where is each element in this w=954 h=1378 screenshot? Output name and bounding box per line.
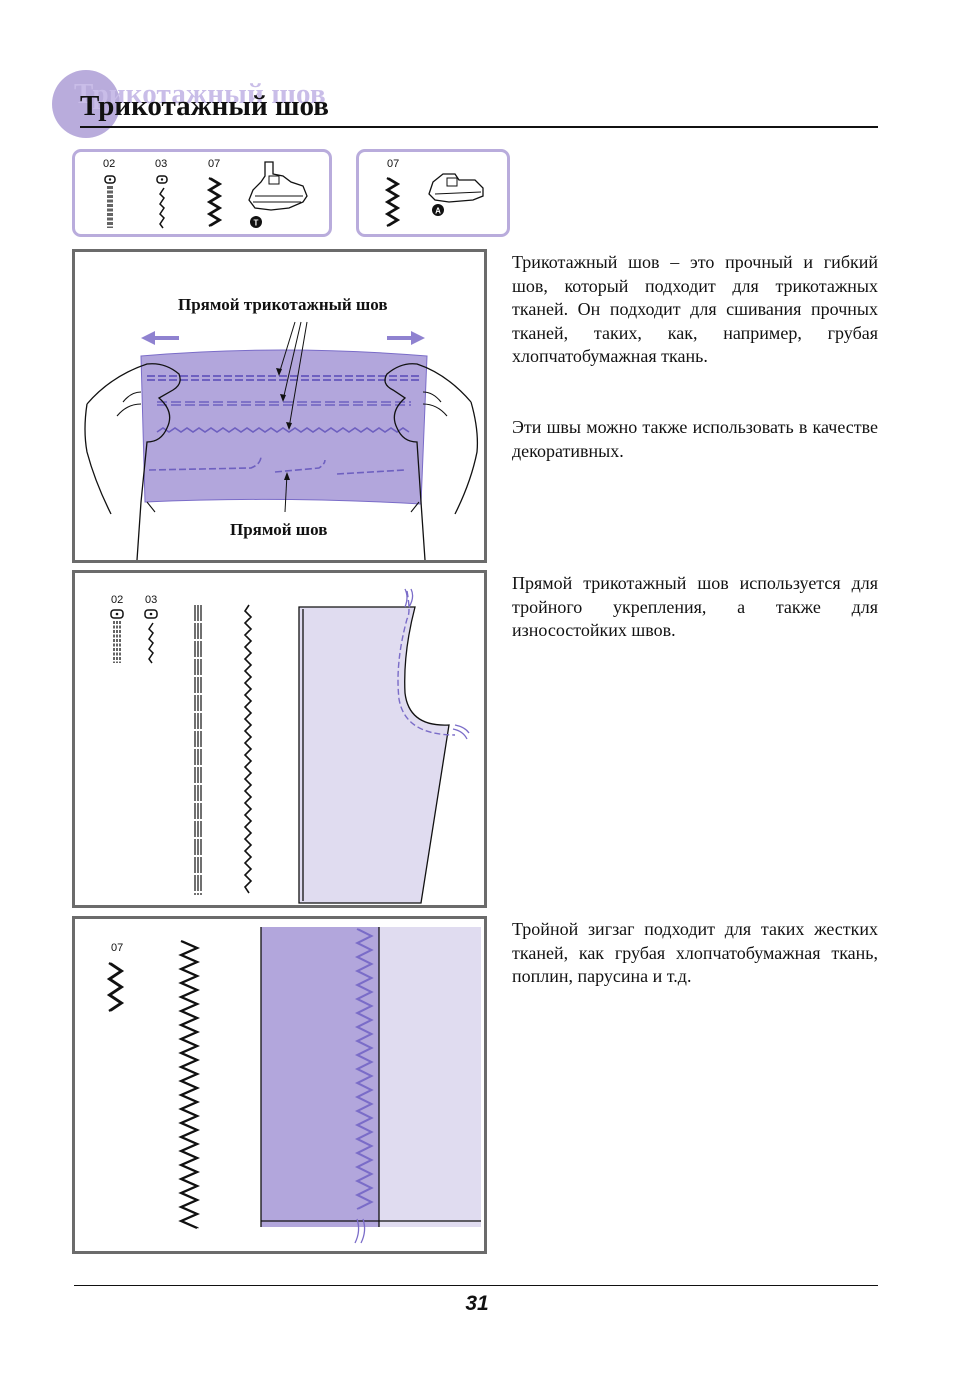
selector-left-icons: T	[104, 161, 308, 229]
zigzag-stitch-line	[354, 928, 374, 1210]
foot-letter: T	[254, 219, 259, 228]
page-number: 31	[465, 1292, 489, 1315]
title-ghost-text: Трикотажный шов	[74, 78, 326, 110]
stitch-selector-box-right: 07 A	[356, 149, 510, 237]
caption-straight-seam: Прямой шов	[230, 520, 328, 539]
figure-triple-zigzag: 07	[72, 916, 487, 1254]
stitch-code: 03	[155, 158, 168, 170]
arrow-right-icon	[387, 331, 425, 345]
stretch-stitch-icon	[144, 609, 158, 664]
stretch-stitch-icon	[156, 175, 168, 229]
stitch-code: 03	[145, 594, 158, 606]
presser-foot-a-icon: A	[428, 173, 484, 216]
zigzag-stitch-line	[178, 939, 200, 1230]
stitch-code: 07	[208, 158, 221, 170]
paragraph-intro: Трикотажный шов – это прочный и гибкий ш…	[512, 252, 878, 366]
title-underline	[80, 126, 878, 128]
arrow-left-icon	[141, 331, 179, 345]
zigzag-stitch-line	[181, 940, 200, 1229]
page-title: Трикотажный шов	[80, 90, 329, 122]
stitch-code: 02	[103, 158, 116, 170]
selector-right-icons: A	[384, 173, 484, 227]
paragraph-straight-knit: Прямой трикотажный шов используется для …	[512, 573, 878, 640]
presser-foot-t-icon: T	[248, 161, 308, 228]
triple-zigzag-icon	[206, 177, 223, 227]
triple-zigzag-icon	[384, 177, 401, 227]
figure-knit-fabric: Прямой трикотажный шов Прямой шов	[72, 249, 487, 563]
straight-stretch-stitch-icon	[104, 175, 116, 228]
footer-rule	[74, 1285, 878, 1286]
straight-stretch-stitch-icon	[110, 609, 124, 663]
paragraph-decorative: Эти швы можно также использовать в качес…	[512, 417, 878, 461]
stitch-code: 07	[387, 158, 400, 170]
triple-zigzag-illustration	[106, 927, 481, 1244]
triple-zigzag-icon	[106, 962, 125, 1012]
foot-letter: A	[435, 207, 441, 216]
figure-straight-stretch: 02 03	[72, 570, 487, 908]
stitch-code: 07	[111, 942, 124, 954]
zigzag-stitch-line	[357, 928, 374, 1210]
caption-straight-knit-seam: Прямой трикотажный шов	[178, 295, 388, 314]
stitch-code: 02	[111, 594, 124, 606]
paragraph-triple-zigzag: Тройной зигзаг подходит для таких жестки…	[512, 919, 878, 986]
stitch-selector-box-left: 02 03 07 T	[72, 149, 332, 237]
straight-stretch-illustration	[110, 588, 470, 904]
fabric-illustration	[84, 321, 479, 560]
